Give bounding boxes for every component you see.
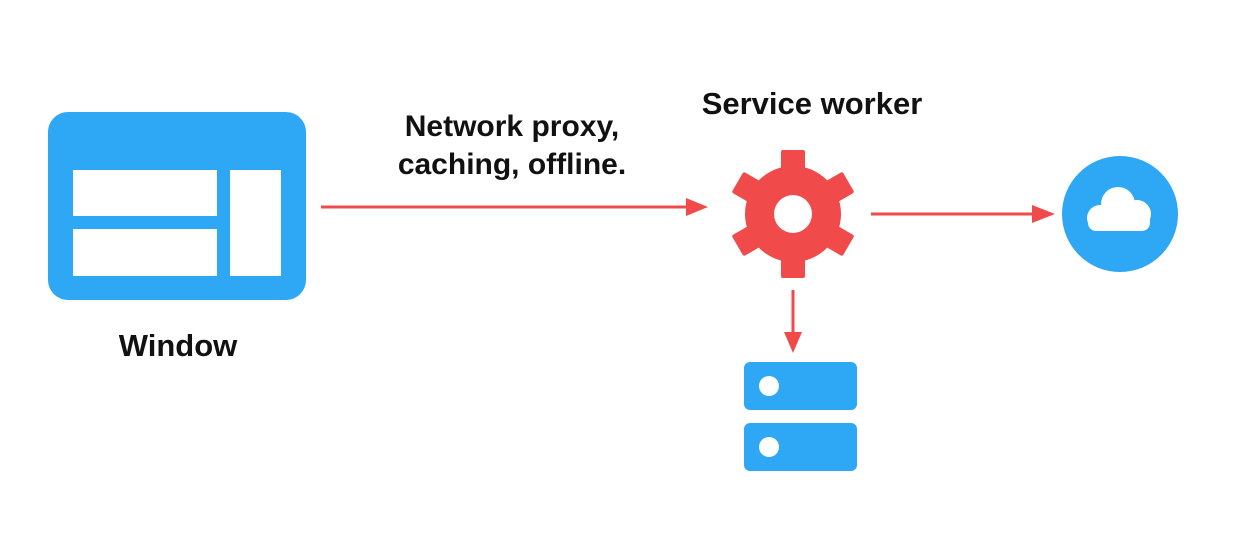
arrow-service-worker-to-cloud (871, 205, 1055, 223)
proxy-description-line-1: Network proxy, (404, 110, 620, 143)
proxy-description-line-2: caching, offline. (397, 148, 627, 181)
browser-window-icon (48, 112, 306, 300)
gear-icon (732, 150, 854, 278)
arrow-window-to-service-worker (321, 198, 708, 216)
cloud-icon (1062, 156, 1178, 272)
window-label: Window (118, 328, 238, 363)
service-worker-label: Service worker (701, 86, 923, 121)
proxy-description-label: Network proxy, caching, offline. (362, 108, 662, 184)
server-database-icon (744, 362, 857, 471)
arrow-service-worker-to-storage (784, 290, 802, 353)
